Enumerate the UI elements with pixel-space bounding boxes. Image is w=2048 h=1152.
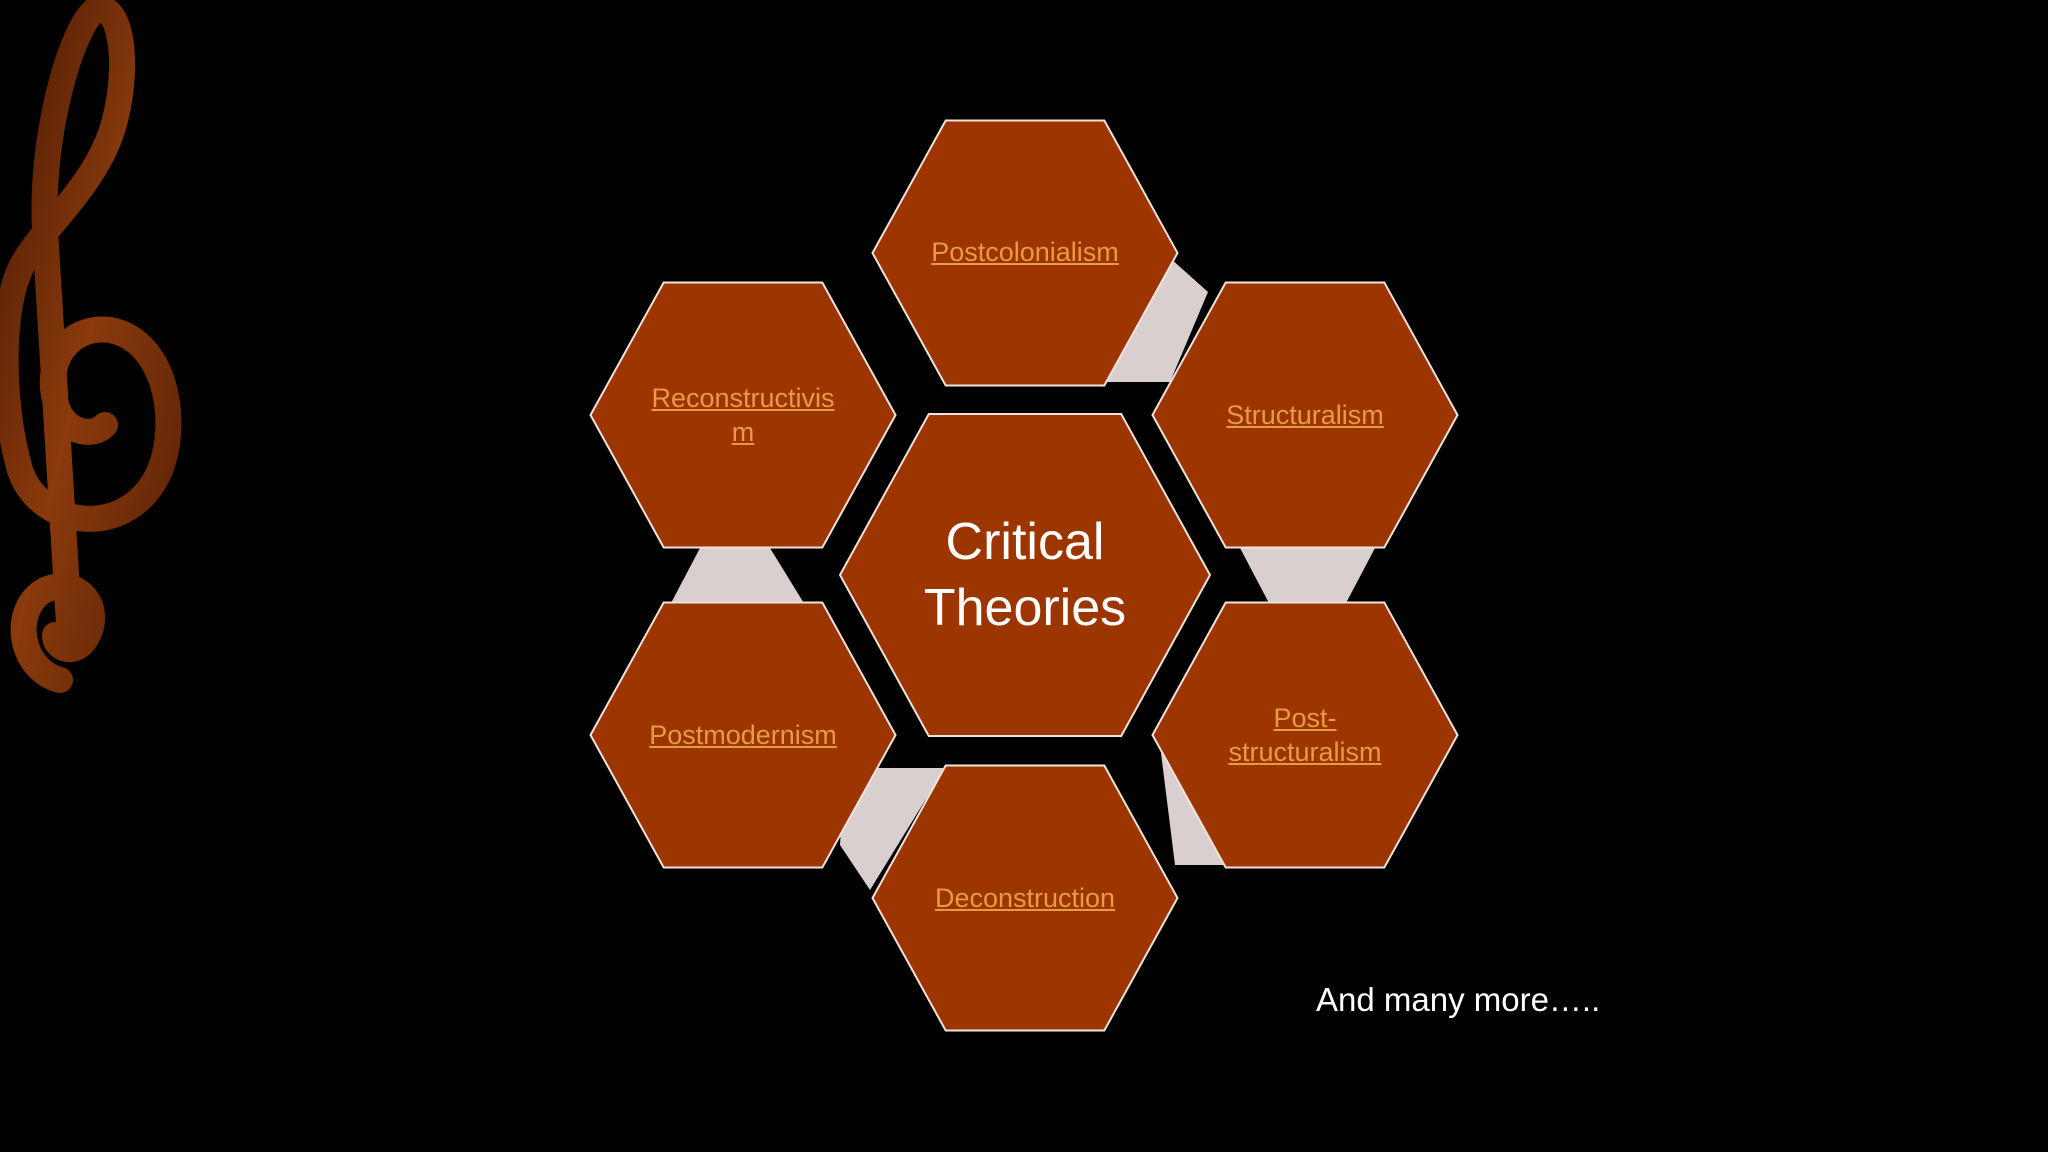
hexagon-postmodernism [589,601,897,869]
footnote-text: And many more….. [1316,981,1601,1018]
connector-wedge [1240,548,1375,605]
treble-clef-icon [0,0,182,693]
node-link-reconstructivism[interactable]: Reconstructivis m [651,381,834,449]
hexagon-center [838,413,1212,737]
node-link-text: m [731,417,755,447]
hexagon-reconstructivism [589,281,897,549]
node-link-postcolonialism[interactable]: Postcolonialism [931,235,1119,269]
node-link-text: Postmodernism [649,720,837,750]
center-title-line-1: Critical [945,513,1105,571]
center-title-line-2: Theories [923,579,1127,637]
node-link-text: Structuralism [1226,400,1384,430]
connector-wedge [1105,258,1208,382]
node-link-text: structuralism [1228,737,1382,767]
node-link-text: Postcolonialism [931,237,1119,267]
connector-wedge [840,768,945,890]
node-link-postmodernism[interactable]: Postmodernism [649,718,837,752]
hexagon-postcolonialism [871,119,1179,387]
node-link-deconstruction[interactable]: Deconstruction [935,881,1115,915]
center-title: Critical Theories [924,509,1126,641]
node-link-post-structuralism[interactable]: Post- structuralism [1228,701,1381,769]
hexagon-post-structuralism [1151,601,1459,869]
hexagon-deconstruction [871,764,1179,1032]
node-link-text: Post- [1273,703,1337,733]
node-link-text: Deconstruction [934,883,1116,913]
node-link-structuralism[interactable]: Structuralism [1226,398,1384,432]
connector-wedge [670,548,805,605]
node-link-text: Reconstructivis [651,383,835,413]
hexagon-structuralism [1151,281,1459,549]
